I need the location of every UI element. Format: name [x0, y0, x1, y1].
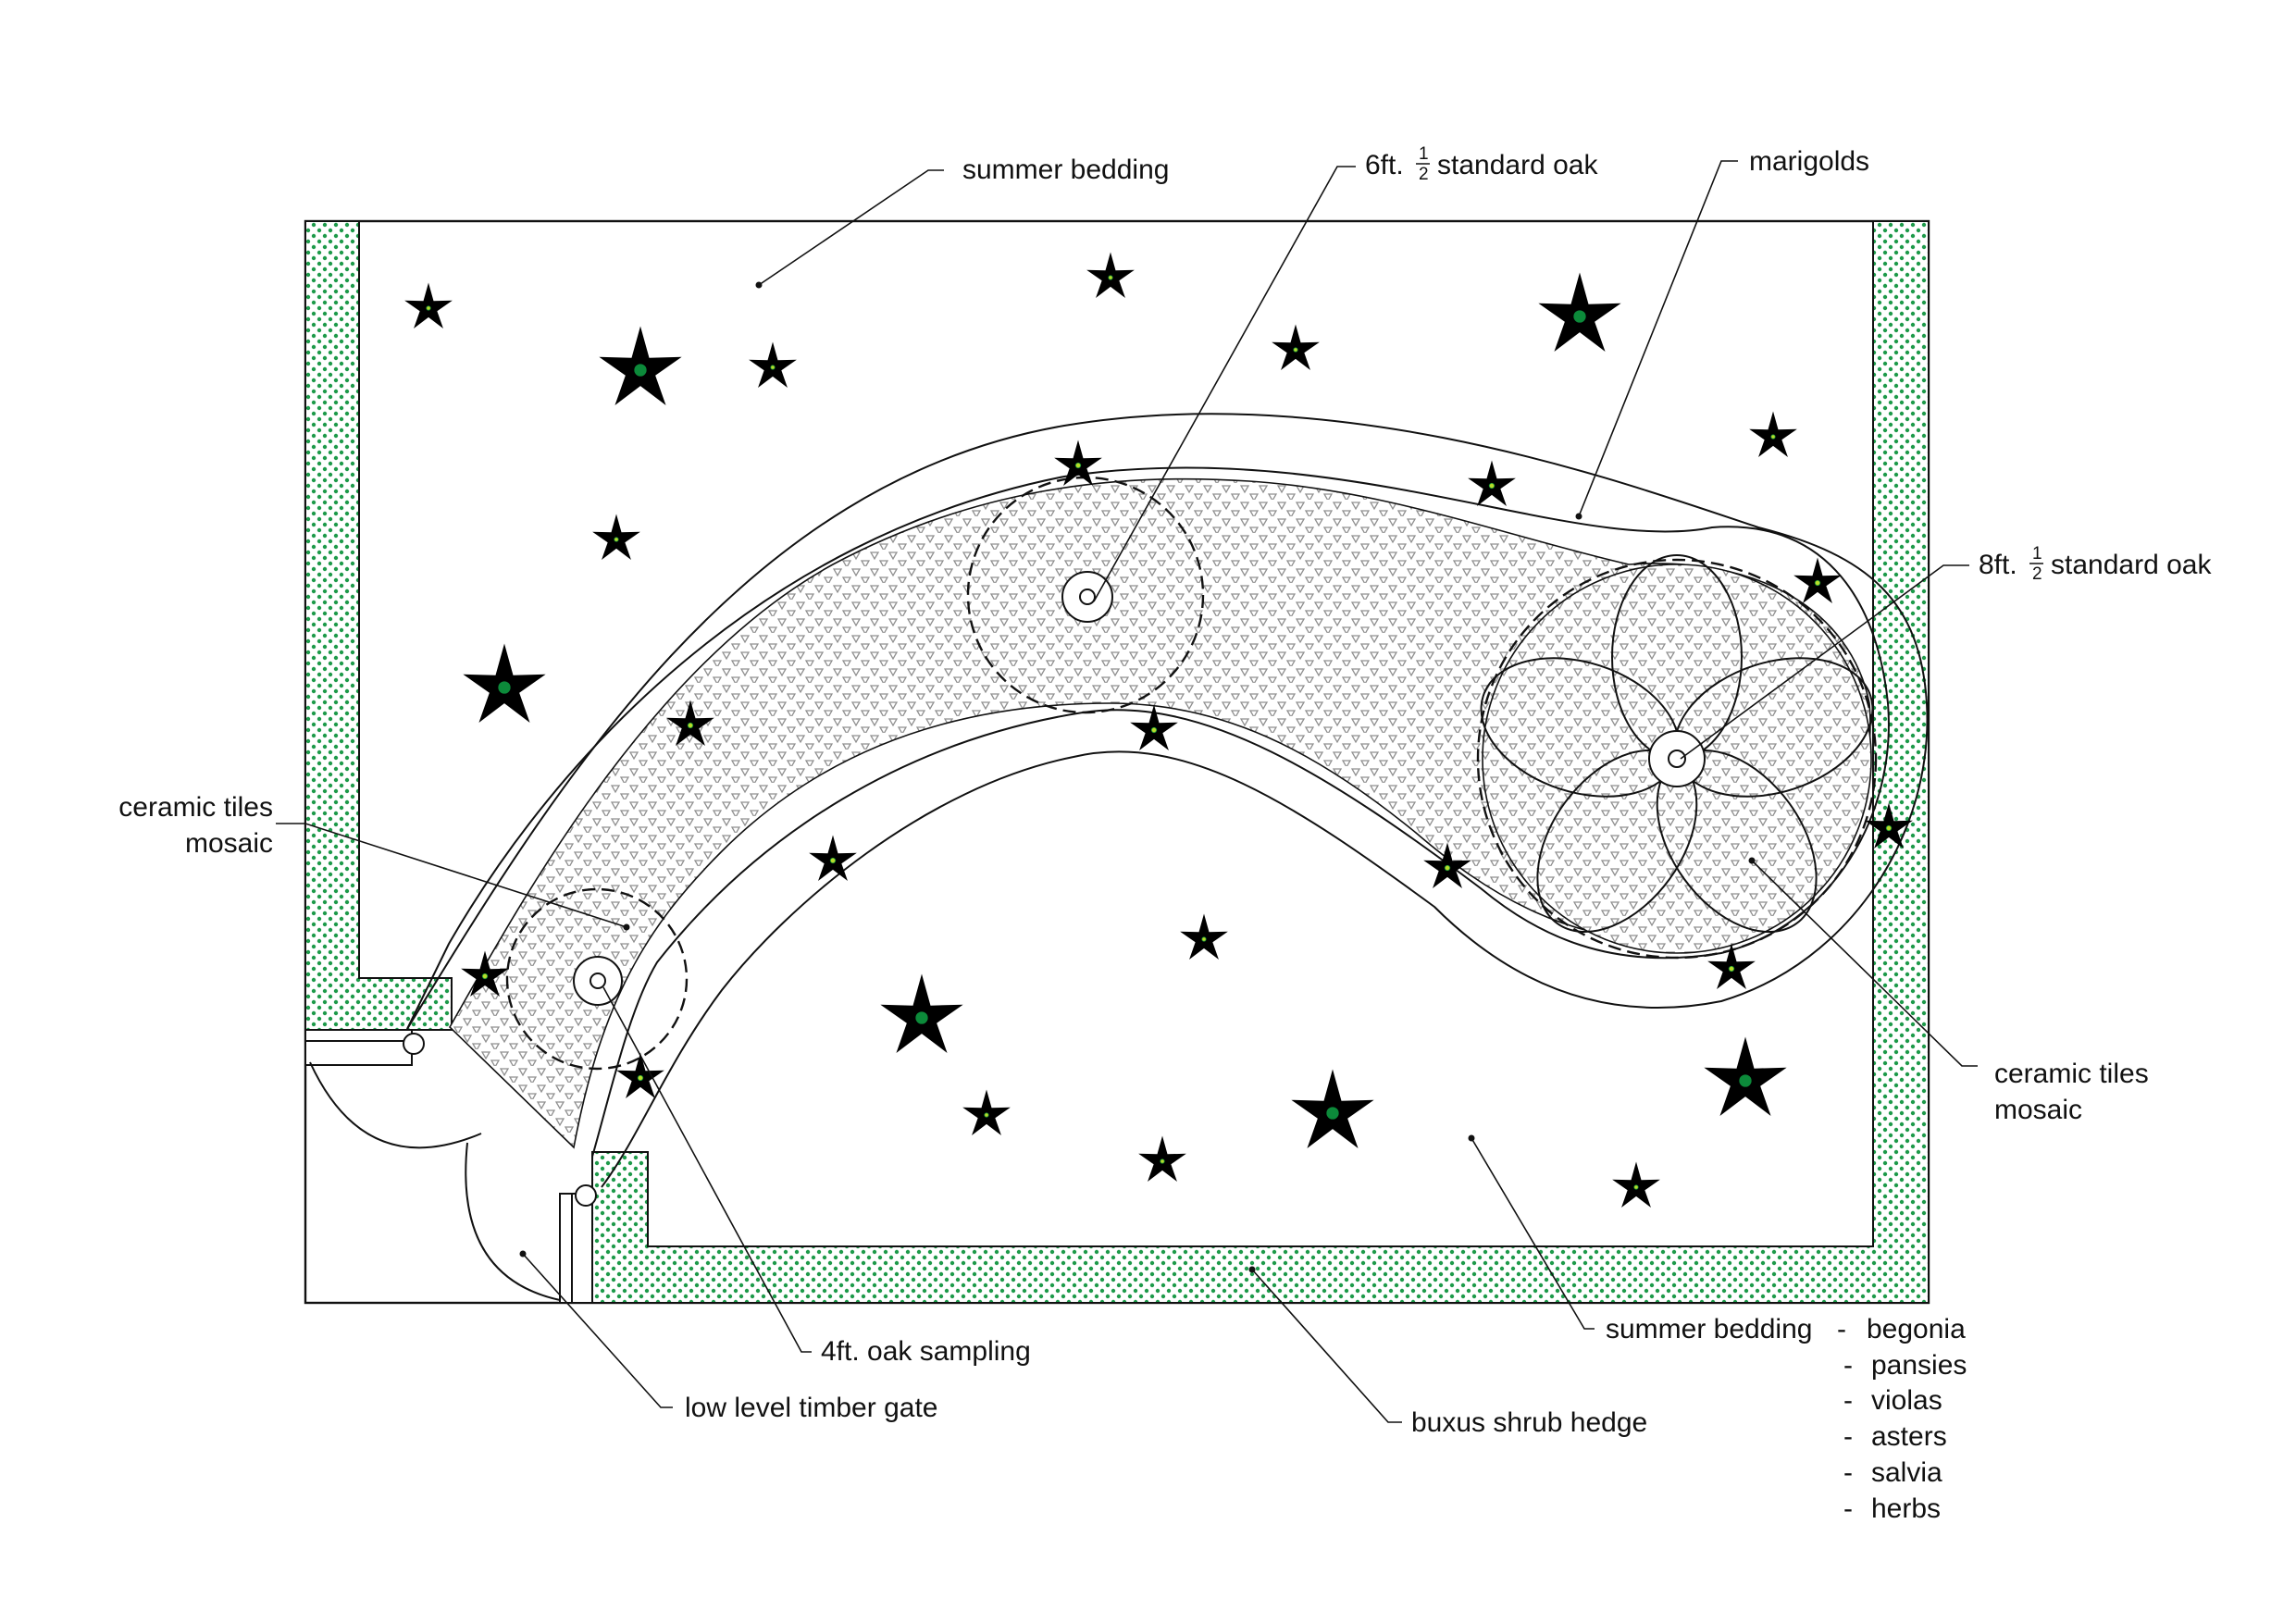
flower-icon: [1130, 704, 1178, 750]
label-8ft-oak-suffix: standard oak: [2051, 550, 2212, 580]
bedding-item: herbs: [1871, 1493, 1941, 1524]
trunk-8ft-oak: [1648, 730, 1706, 787]
label-summer-bedding-bottom: summer bedding - begonia - pansies - vio…: [1606, 1314, 1967, 1524]
label-6ft-oak-suffix: standard oak: [1437, 150, 1598, 180]
flower-icon: [1180, 913, 1228, 960]
leader-summer-bedding-top-dot: [755, 281, 763, 289]
bedding-item-dash: -: [1843, 1457, 1853, 1488]
leader-marigolds-dot: [1575, 513, 1582, 520]
bedding-item-dash: -: [1843, 1385, 1853, 1416]
leader-ceramic-left-dot: [623, 923, 630, 931]
bedding-item: salvia: [1871, 1457, 1942, 1488]
bedding-item: pansies: [1871, 1350, 1967, 1381]
leader-8ft-oak: [1680, 564, 1969, 760]
flower-icon: [880, 973, 963, 1053]
flower-icon: [749, 341, 797, 388]
flower-icon: [1749, 411, 1797, 457]
label-gate: low level timber gate: [685, 1393, 937, 1423]
flower-icon: [592, 514, 640, 560]
label-summer-bedding-bottom-dash: -: [1837, 1314, 1846, 1344]
flower-icon: [962, 1089, 1011, 1135]
flower-icon: [463, 643, 546, 723]
leader-4ft-oak: [602, 986, 812, 1353]
leader-summer-bedding-bottom-dot: [1468, 1134, 1475, 1142]
label-8ft-oak-frac-num: 1: [2032, 544, 2042, 564]
label-ceramic-right-line1: ceramic tiles: [1994, 1059, 2149, 1089]
flower-icon: [809, 835, 857, 881]
flower-icon: [404, 282, 453, 328]
trunk-6ft-oak-inner: [1079, 588, 1096, 605]
flower-icon: [616, 1052, 664, 1098]
flower-icon: [1865, 802, 1913, 849]
path-edge-outer: [406, 413, 1929, 1188]
bedding-item: asters: [1871, 1421, 1947, 1452]
label-8ft-oak-prefix: 8ft.: [1979, 550, 2017, 580]
label-6ft-oak-prefix: 6ft.: [1365, 150, 1404, 180]
label-marigolds: marigolds: [1749, 146, 1869, 177]
bedding-item: violas: [1871, 1385, 1942, 1416]
gate-swing-right: [465, 1142, 561, 1301]
flower-icon: [1423, 842, 1471, 888]
leader-marigolds: [1578, 160, 1738, 517]
leader-ceramic-right: [1751, 860, 1978, 1067]
leader-summer-bedding-bottom: [1471, 1137, 1595, 1330]
leader-summer-bedding-top: [758, 169, 944, 286]
label-ceramic-left-line1: ceramic tiles: [118, 792, 273, 823]
flower-icon: [1707, 943, 1756, 989]
leader-gate: [522, 1253, 673, 1408]
leader-ceramic-left: [276, 823, 627, 928]
label-ceramic-right-line2: mosaic: [1994, 1095, 2082, 1125]
gate-swing-left: [309, 1061, 482, 1149]
label-6ft-oak-frac-den: 2: [1419, 165, 1429, 184]
flower-icon: [1538, 272, 1621, 352]
flower-icon: [1704, 1036, 1787, 1116]
label-summer-bedding-top: summer bedding: [962, 155, 1169, 185]
label-summer-bedding-bottom-title: summer bedding: [1606, 1314, 1812, 1344]
flower-icon: [1468, 460, 1516, 506]
annotation-leaders: [276, 160, 1978, 1423]
flower-icon: [1793, 557, 1842, 603]
trunk-4ft-oak: [573, 956, 623, 1006]
gate-post-right-wall: [559, 1193, 593, 1304]
label-hedge: buxus shrub hedge: [1411, 1407, 1647, 1438]
flower-icon: [1612, 1161, 1660, 1208]
flower-icon: [1291, 1069, 1374, 1148]
flower-icon: [666, 700, 714, 746]
bedding-item-dash: -: [1843, 1421, 1853, 1452]
bedding-item-dash: -: [1843, 1493, 1853, 1524]
label-4ft-oak: 4ft. oak sampling: [821, 1336, 1031, 1367]
flower-icon: [1272, 324, 1320, 370]
bedding-item-dash: -: [1843, 1350, 1853, 1381]
gate-hinge-left: [403, 1033, 425, 1055]
label-6ft-oak: 6ft. 1 2 standard oak: [1365, 144, 1598, 184]
flower-icon: [461, 950, 509, 997]
trunk-6ft-oak: [1061, 571, 1113, 623]
leader-hedge-dot: [1248, 1266, 1256, 1273]
timber-gate: [304, 1029, 597, 1304]
trunk-8ft-oak-inner: [1668, 750, 1686, 768]
trunk-4ft-oak-inner: [590, 973, 606, 989]
gate-post-left-wall: [304, 1029, 413, 1066]
flower-icon: [1138, 1135, 1186, 1182]
bedding-flowers: [404, 252, 1913, 1208]
flower-icon: [599, 326, 682, 405]
leader-gate-dot: [519, 1250, 527, 1258]
flower-icon: [1086, 252, 1135, 298]
leader-hedge: [1251, 1269, 1402, 1423]
label-8ft-oak: 8ft. 1 2 standard oak: [1979, 544, 2212, 584]
canopy-4ft-oak: [505, 887, 689, 1071]
leader-ceramic-right-dot: [1748, 857, 1756, 864]
canopy-8ft-oak: [1476, 558, 1878, 960]
flower-icon: [1054, 440, 1102, 486]
bedding-item: begonia: [1867, 1314, 1966, 1344]
label-ceramic-left-line2: mosaic: [185, 828, 273, 859]
leader-6ft-oak: [1093, 166, 1356, 602]
label-6ft-oak-frac-num: 1: [1419, 144, 1429, 164]
gate-hinge-right: [575, 1184, 597, 1207]
label-8ft-oak-frac-den: 2: [2032, 564, 2042, 584]
